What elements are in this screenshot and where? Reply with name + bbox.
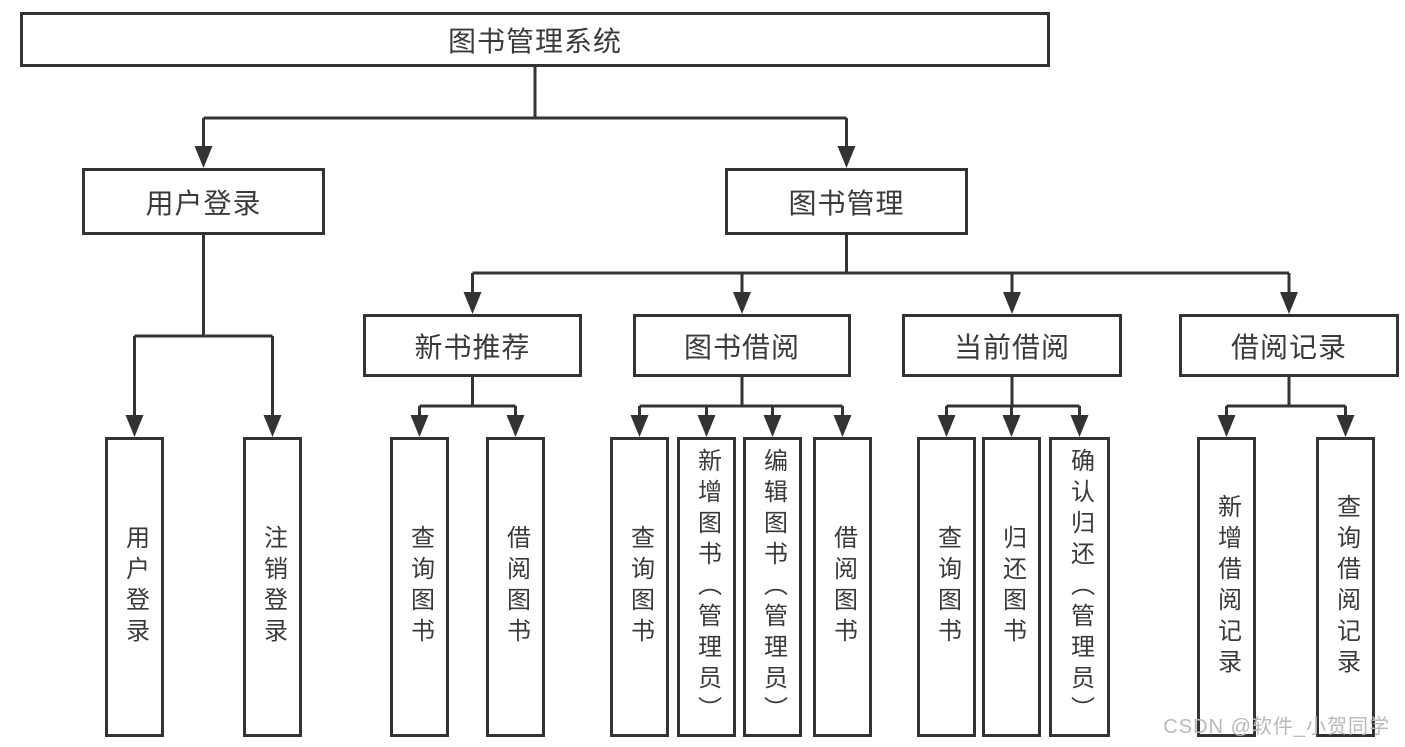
leaf-return-books: 归还图书	[982, 437, 1041, 737]
node-user-login: 用户登录	[82, 168, 325, 235]
node-book-borrow-label: 图书借阅	[683, 331, 800, 363]
node-borrow-records: 借阅记录	[1179, 314, 1399, 377]
leaf-return-books-label: 归还图书	[998, 525, 1026, 649]
leaf-recommend-query-books-label: 查询图书	[406, 525, 434, 649]
leaf-user-login: 用户登录	[105, 437, 164, 737]
leaf-borrow-query-books-label: 查询图书	[626, 525, 654, 649]
leaf-recommend-query-books: 查询图书	[390, 437, 449, 737]
node-book-management-label: 图书管理	[788, 187, 905, 219]
leaf-current-query-books: 查询图书	[917, 437, 976, 737]
connector-user-login-to-leaves	[125, 235, 282, 437]
leaf-confirm-return-admin: 确认归还（管理员）	[1049, 437, 1110, 737]
leaf-logout-label: 注销登录	[259, 525, 287, 649]
node-current-borrow: 当前借阅	[902, 314, 1122, 377]
leaf-borrow-books-label: 借阅图书	[829, 525, 857, 649]
leaf-borrow-query-books: 查询图书	[610, 437, 669, 737]
leaf-recommend-borrow-books-label: 借阅图书	[502, 525, 530, 649]
node-library-management-system-label: 图书管理系统	[447, 25, 622, 57]
connector-root-to-level2	[194, 67, 856, 168]
node-current-borrow-label: 当前借阅	[953, 331, 1070, 363]
leaf-add-borrow-record: 新增借阅记录	[1197, 437, 1256, 737]
leaf-edit-books-admin-label: 编辑图书（管理员）	[759, 447, 787, 727]
connector-borrow-records-to-leaves	[1217, 377, 1355, 437]
connector-new-book-recommend-to-leaves	[410, 377, 525, 437]
connector-book-borrow-to-leaves	[630, 377, 852, 437]
leaf-add-books-admin: 新增图书（管理员）	[677, 437, 736, 737]
connector-book-management-to-level3	[463, 235, 1298, 314]
node-user-login-label: 用户登录	[145, 187, 262, 219]
leaf-recommend-borrow-books: 借阅图书	[486, 437, 545, 737]
leaf-current-query-books-label: 查询图书	[933, 525, 961, 649]
leaf-confirm-return-admin-label: 确认归还（管理员）	[1066, 447, 1094, 727]
leaf-query-borrow-record: 查询借阅记录	[1316, 437, 1375, 737]
leaf-borrow-books: 借阅图书	[813, 437, 872, 737]
connector-current-borrow-to-leaves	[937, 377, 1089, 437]
leaf-logout: 注销登录	[243, 437, 302, 737]
node-book-management: 图书管理	[725, 168, 968, 235]
leaf-add-books-admin-label: 新增图书（管理员）	[693, 447, 721, 727]
leaf-add-borrow-record-label: 新增借阅记录	[1213, 494, 1241, 680]
watermark: CSDN @软件_小贺同学	[1163, 716, 1390, 738]
node-library-management-system: 图书管理系统	[20, 12, 1050, 67]
node-new-book-recommend-label: 新书推荐	[414, 331, 531, 363]
leaf-query-borrow-record-label: 查询借阅记录	[1332, 494, 1360, 680]
node-book-borrow: 图书借阅	[633, 314, 851, 377]
node-borrow-records-label: 借阅记录	[1230, 331, 1347, 363]
node-new-book-recommend: 新书推荐	[363, 314, 582, 377]
leaf-edit-books-admin: 编辑图书（管理员）	[743, 437, 802, 737]
leaf-user-login-label: 用户登录	[121, 525, 149, 649]
